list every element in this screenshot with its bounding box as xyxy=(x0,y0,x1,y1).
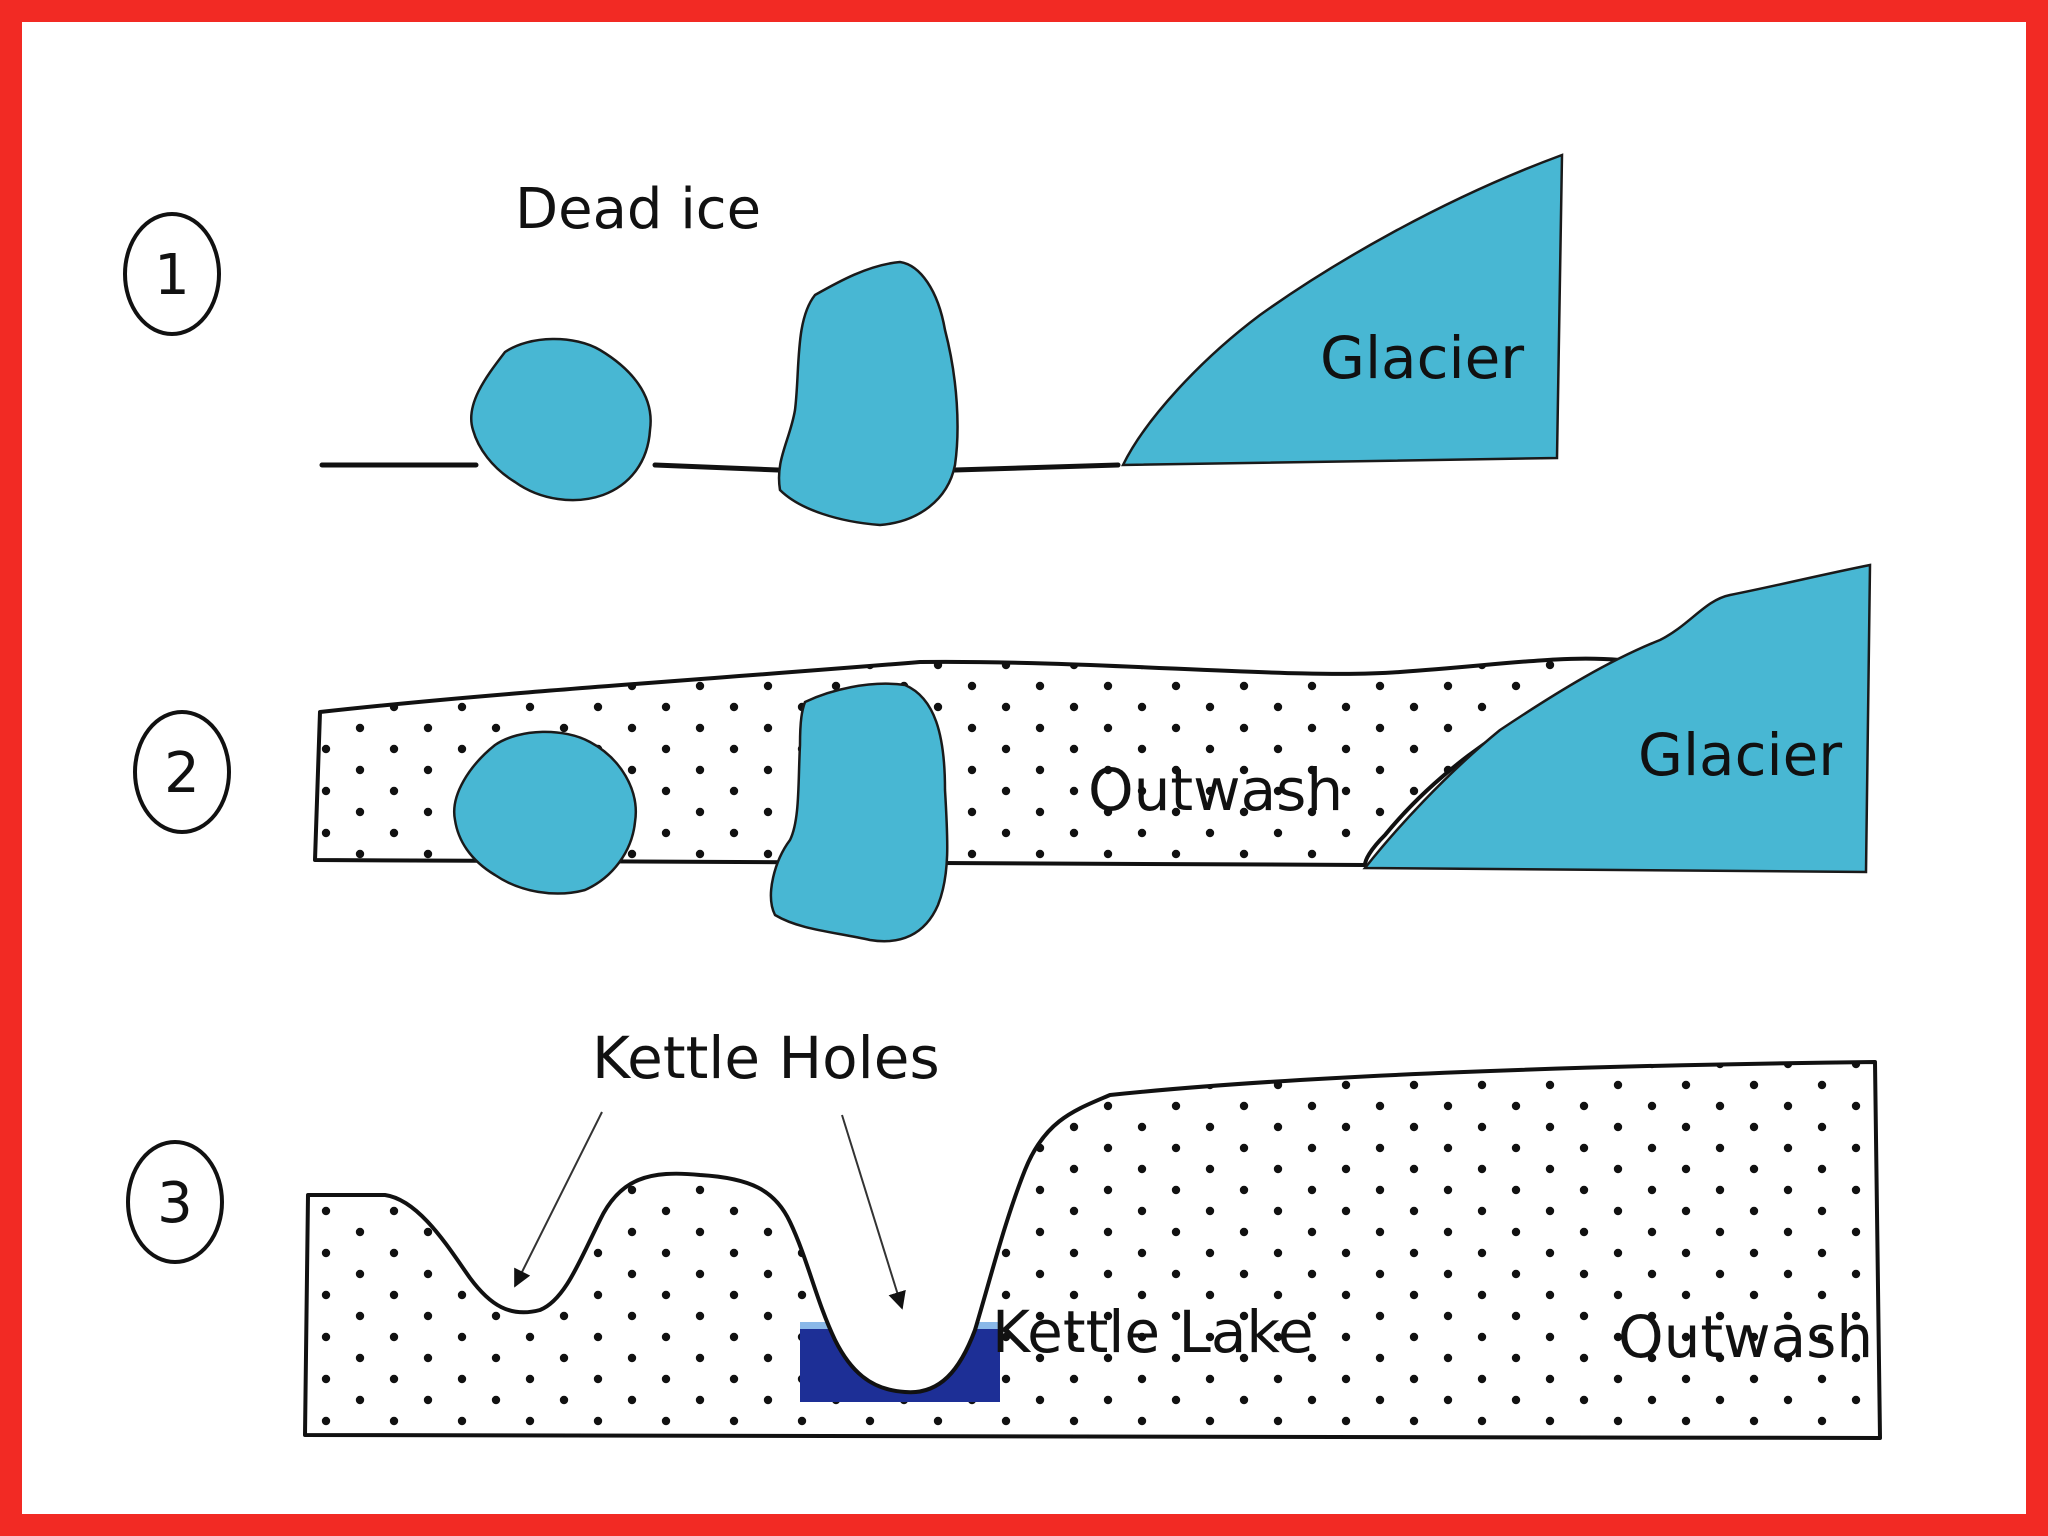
dead-ice-label: Dead ice xyxy=(515,177,761,242)
step-number-1: 1 xyxy=(154,243,190,308)
ground-line-segment xyxy=(652,462,781,473)
dead-ice-block-small xyxy=(470,337,652,502)
buried-ice-block-large xyxy=(769,682,949,943)
outwash-2-label: Outwash xyxy=(1088,756,1343,824)
outwash-layer-2 xyxy=(313,656,1622,867)
step-3-panel: 3 Kettle Holes Kettle Lake Outwash xyxy=(126,1024,1882,1440)
buried-ice-block-small xyxy=(452,730,638,895)
kettle-hole-arrow-right xyxy=(841,1114,906,1310)
step-number-3: 3 xyxy=(157,1171,193,1236)
step-number-2: 2 xyxy=(164,741,200,806)
step-1-marker: 1 xyxy=(123,212,221,336)
kettle-lake-label: Kettle Lake xyxy=(992,1298,1314,1366)
step-2-panel: 2 Outwash Glacier xyxy=(133,563,1872,943)
outwash-outline-3 xyxy=(303,1060,1882,1440)
glacier-2 xyxy=(1362,563,1872,874)
dead-ice-block-large xyxy=(777,260,959,527)
kettle-hole-arrow-left xyxy=(514,1111,603,1288)
outwash-fill-3 xyxy=(305,1062,1880,1438)
step-2-marker: 2 xyxy=(133,710,231,834)
step-1-panel: 1 Dead ice Glacier xyxy=(123,153,1564,527)
ground-line-segment xyxy=(952,462,1121,473)
outwash-3-label: Outwash xyxy=(1618,1303,1873,1371)
step-3-marker: 3 xyxy=(126,1140,224,1264)
glacier-1 xyxy=(1120,153,1564,467)
glacier-1-label: Glacier xyxy=(1320,324,1524,392)
kettle-holes-label: Kettle Holes xyxy=(592,1024,940,1092)
glacier-2-label: Glacier xyxy=(1638,721,1842,789)
